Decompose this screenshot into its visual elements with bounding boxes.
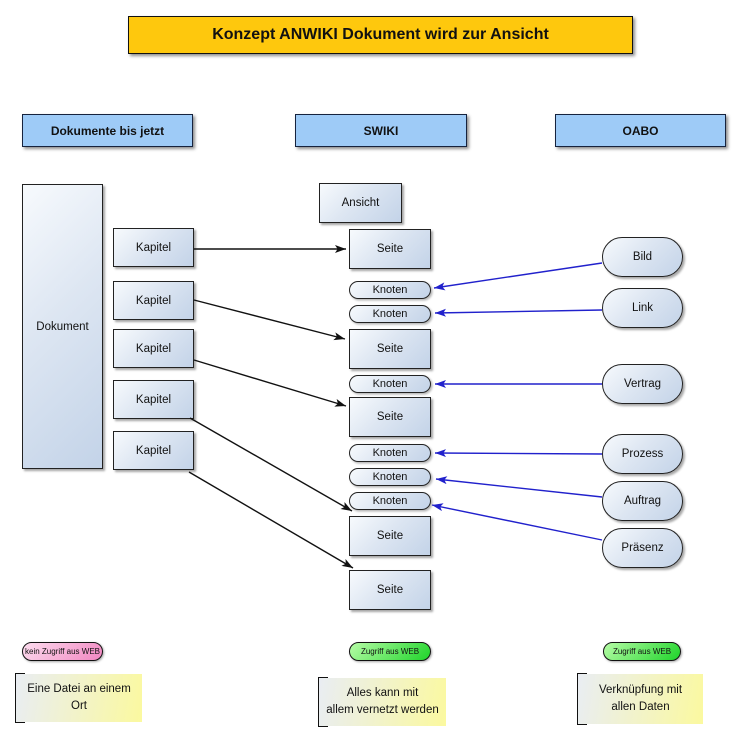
node-pill-2: Knoten bbox=[349, 305, 431, 323]
oabo-item-link: Link bbox=[602, 288, 683, 328]
column-header-swiki: SWIKI bbox=[295, 114, 467, 147]
node-pill-5: Knoten bbox=[349, 468, 431, 486]
chapter-box-2: Kapitel bbox=[113, 281, 194, 320]
connector-bild-node1 bbox=[433, 262, 603, 291]
connector-chapter3-page3 bbox=[193, 359, 347, 407]
page-label: Seite bbox=[376, 411, 404, 423]
connector-chapter5-page5 bbox=[188, 471, 354, 569]
connector-praesenz-node6 bbox=[431, 503, 603, 541]
node-pill-4: Knoten bbox=[349, 444, 431, 462]
column-header-dokumente: Dokumente bis jetzt bbox=[22, 114, 193, 147]
chapter-box-1: Kapitel bbox=[113, 228, 194, 267]
oabo-item-label: Präsenz bbox=[621, 542, 664, 554]
page-box-2: Seite bbox=[349, 329, 431, 369]
access-badge-middle: Zugriff aus WEB bbox=[349, 642, 431, 661]
node-label: Knoten bbox=[372, 284, 408, 296]
view-label: Ansicht bbox=[341, 197, 380, 209]
column-header-dokumente-label: Dokumente bis jetzt bbox=[50, 123, 165, 138]
page-box-5: Seite bbox=[349, 570, 431, 610]
page-label: Seite bbox=[376, 343, 404, 355]
note-line: Alles kann mit bbox=[346, 687, 419, 700]
access-badge-left: kein Zugriff aus WEB bbox=[22, 642, 103, 661]
access-badge-right: Zugriff aus WEB bbox=[603, 642, 681, 661]
access-badge-label: Zugriff aus WEB bbox=[612, 647, 672, 656]
note-line: Verknüpfung mit bbox=[598, 684, 683, 697]
chapter-label: Kapitel bbox=[135, 241, 172, 254]
page-label: Seite bbox=[376, 584, 404, 596]
chapter-label: Kapitel bbox=[135, 444, 172, 457]
page-box-1: Seite bbox=[349, 229, 431, 269]
oabo-item-label: Auftrag bbox=[623, 495, 662, 507]
chapter-box-4: Kapitel bbox=[113, 380, 194, 419]
note-line: Eine Datei an einem bbox=[27, 683, 131, 696]
note-line: allem vernetzt werden bbox=[326, 704, 439, 716]
oabo-item-vertrag: Vertrag bbox=[602, 364, 683, 404]
note-left: Eine Datei an einem Ort bbox=[15, 673, 142, 723]
node-pill-3: Knoten bbox=[349, 375, 431, 393]
chapter-label: Kapitel bbox=[135, 393, 172, 406]
oabo-item-prozess: Prozess bbox=[602, 434, 683, 474]
note-middle: Alles kann mit allem vernetzt werden bbox=[318, 677, 446, 727]
column-header-oabo: OABO bbox=[555, 114, 726, 147]
page-box-4: Seite bbox=[349, 516, 431, 556]
page-label: Seite bbox=[376, 243, 404, 255]
chapter-label: Kapitel bbox=[135, 294, 172, 307]
oabo-item-praesenz: Präsenz bbox=[602, 528, 683, 568]
note-line: allen Daten bbox=[611, 701, 670, 713]
node-label: Knoten bbox=[372, 378, 408, 390]
node-label: Knoten bbox=[372, 308, 408, 320]
oabo-item-auftrag: Auftrag bbox=[602, 481, 683, 521]
node-label: Knoten bbox=[372, 447, 408, 459]
column-header-oabo-label: OABO bbox=[622, 123, 659, 138]
title-banner: Konzept ANWIKI Dokument wird zur Ansicht bbox=[128, 16, 633, 54]
oabo-item-label: Link bbox=[631, 302, 654, 314]
connector-chapter4-page4 bbox=[189, 417, 353, 512]
view-box: Ansicht bbox=[319, 183, 402, 223]
page-box-3: Seite bbox=[349, 397, 431, 437]
access-badge-label: Zugriff aus WEB bbox=[360, 647, 420, 656]
chapter-box-3: Kapitel bbox=[113, 329, 194, 368]
note-line: Ort bbox=[71, 700, 87, 712]
oabo-item-label: Vertrag bbox=[623, 378, 662, 390]
connector-auftrag-node5 bbox=[435, 476, 603, 498]
title-text: Konzept ANWIKI Dokument wird zur Ansicht bbox=[212, 26, 549, 43]
page-label: Seite bbox=[376, 530, 404, 542]
column-header-swiki-label: SWIKI bbox=[363, 123, 399, 138]
node-label: Knoten bbox=[372, 495, 408, 507]
connector-prozess-node4 bbox=[434, 449, 603, 458]
connector-chapter2-page2 bbox=[193, 299, 346, 341]
oabo-item-label: Bild bbox=[632, 251, 653, 263]
chapter-box-5: Kapitel bbox=[113, 431, 194, 470]
connector-link-node2 bbox=[434, 308, 603, 317]
access-badge-label: kein Zugriff aus WEB bbox=[25, 647, 100, 656]
node-label: Knoten bbox=[372, 471, 408, 483]
chapter-label: Kapitel bbox=[135, 342, 172, 355]
note-right: Verknüpfung mit allen Daten bbox=[577, 673, 703, 725]
node-pill-6: Knoten bbox=[349, 492, 431, 510]
oabo-item-bild: Bild bbox=[602, 237, 683, 277]
node-pill-1: Knoten bbox=[349, 281, 431, 299]
document-box: Dokument bbox=[22, 184, 103, 469]
document-label: Dokument bbox=[36, 320, 89, 333]
oabo-item-label: Prozess bbox=[621, 448, 664, 460]
